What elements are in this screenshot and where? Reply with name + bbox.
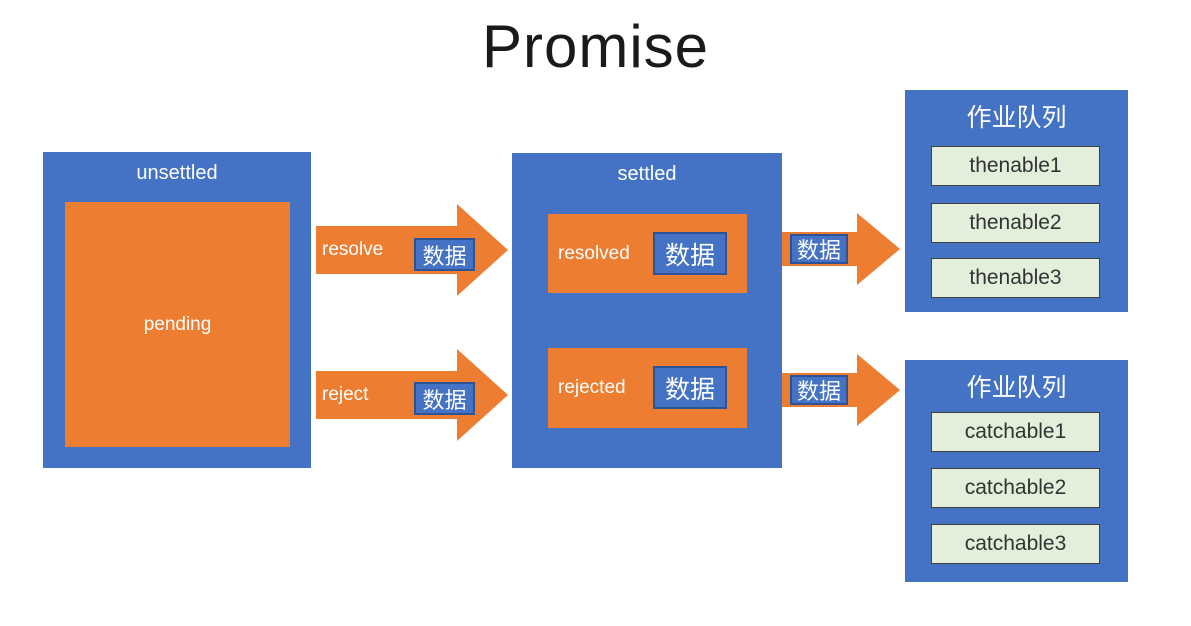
queue-item-catchable1: catchable1 xyxy=(931,412,1100,452)
resolve-data-chip: 数据 xyxy=(414,238,475,271)
pending-box: pending xyxy=(65,202,290,447)
queue-item-thenable1: thenable1 xyxy=(931,146,1100,186)
catchable-queue-panel: 作业队列 catchable1 catchable2 catchable3 xyxy=(905,360,1128,582)
output-top-data-chip: 数据 xyxy=(790,234,848,264)
output-bottom-data-chip: 数据 xyxy=(790,375,848,405)
rejected-box: rejected 数据 xyxy=(548,348,747,428)
queue-item-thenable2: thenable2 xyxy=(931,203,1100,243)
resolve-arrow: resolve 数据 xyxy=(316,204,508,296)
rejected-data-chip: 数据 xyxy=(653,366,727,409)
queue-item-thenable3: thenable3 xyxy=(931,258,1100,298)
page-title: Promise xyxy=(481,13,710,80)
thenable-queue-panel: 作业队列 thenable1 thenable2 thenable3 xyxy=(905,90,1128,312)
settled-label: settled xyxy=(617,163,677,185)
rejected-label: rejected xyxy=(558,377,626,398)
catchable-queue-title: 作业队列 xyxy=(966,374,1067,402)
resolve-label: resolve xyxy=(322,239,384,260)
unsettled-panel: unsettled pending xyxy=(43,152,311,468)
output-arrow-top: 数据 xyxy=(782,213,900,285)
thenable-queue-title: 作业队列 xyxy=(966,104,1067,132)
reject-label: reject xyxy=(322,384,369,405)
right-arrow-icon xyxy=(316,204,508,296)
resolved-data-chip: 数据 xyxy=(653,232,727,275)
reject-data-chip: 数据 xyxy=(414,382,475,415)
queue-item-catchable2: catchable2 xyxy=(931,468,1100,508)
unsettled-label: unsettled xyxy=(136,162,218,184)
queue-item-catchable3: catchable3 xyxy=(931,524,1100,564)
output-arrow-bottom: 数据 xyxy=(782,354,900,426)
resolved-box: resolved 数据 xyxy=(548,214,747,293)
pending-label: pending xyxy=(143,313,212,335)
right-arrow-icon xyxy=(316,349,508,441)
settled-panel: settled resolved 数据 rejected 数据 xyxy=(512,153,782,468)
reject-arrow: reject 数据 xyxy=(316,349,508,441)
resolved-label: resolved xyxy=(558,242,630,264)
